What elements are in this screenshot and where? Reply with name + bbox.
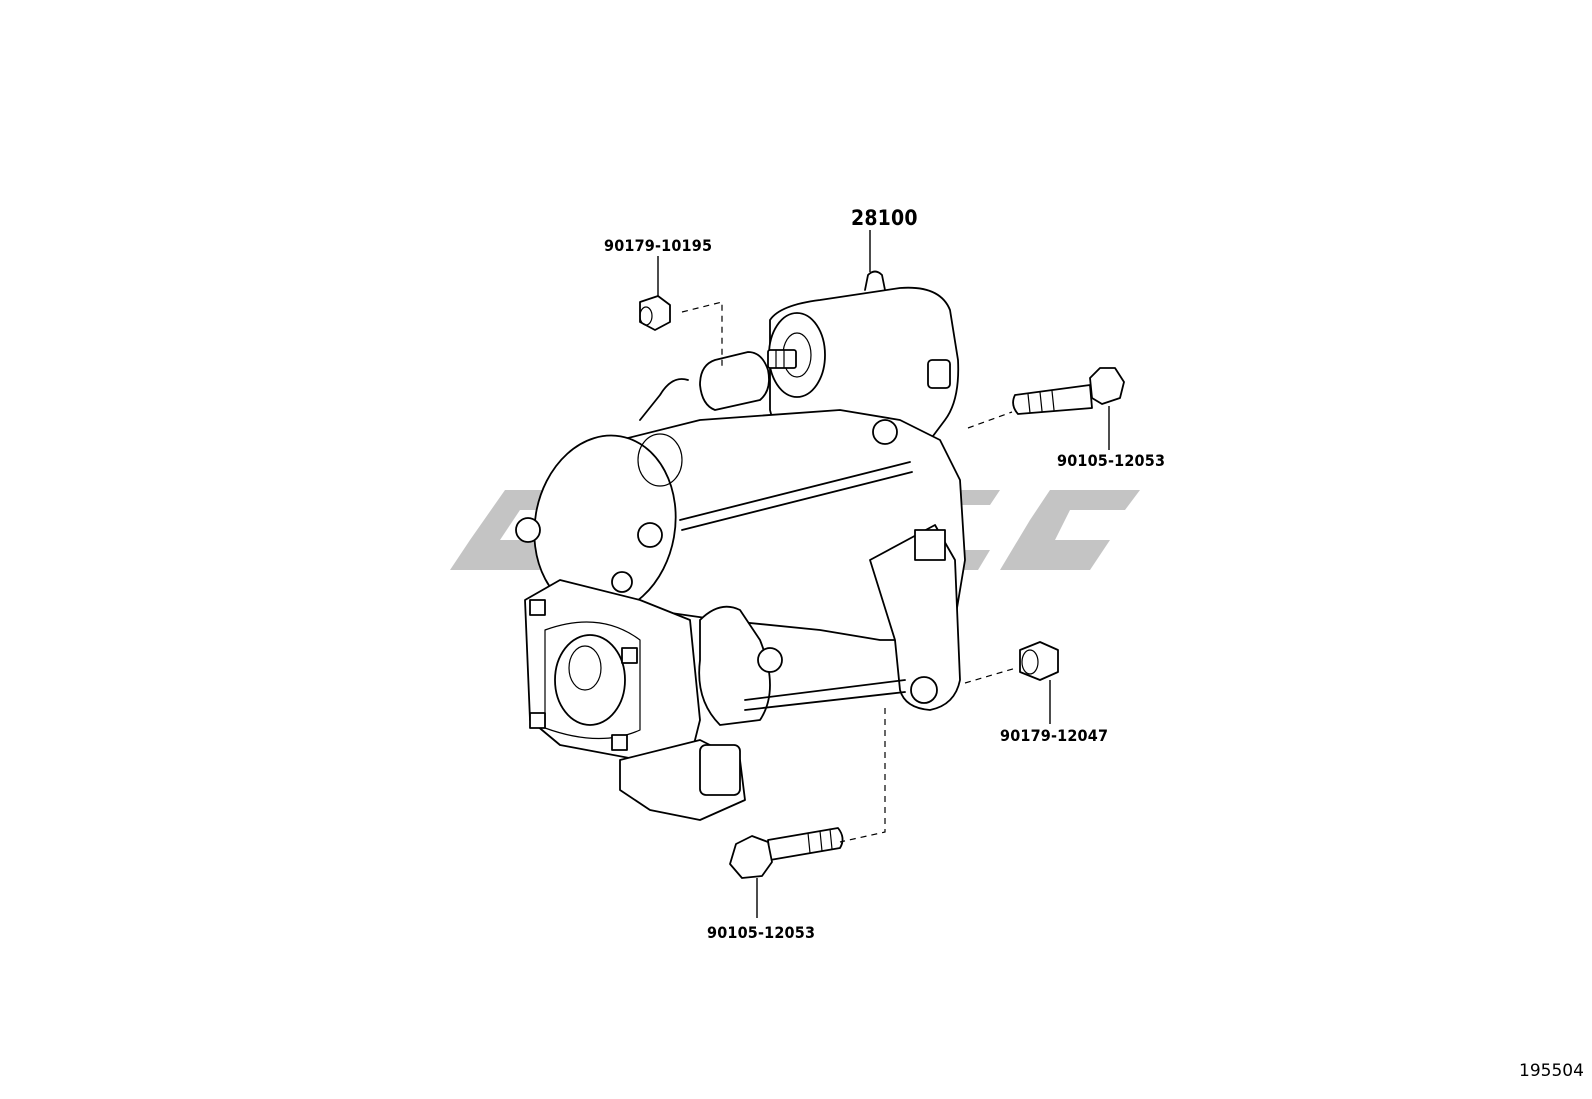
callout-bolt-right[interactable]: 90105-12053 — [1057, 451, 1166, 470]
bolt-right-icon — [1012, 367, 1125, 415]
nut-right-icon — [1019, 641, 1059, 681]
callout-nut-top[interactable]: 90179-10195 — [604, 236, 713, 255]
callout-bolt-bottom[interactable]: 90105-12053 — [707, 923, 816, 942]
starter-motor-drawing — [515, 270, 966, 821]
callout-nut-right[interactable]: 90179-12047 — [1000, 726, 1109, 745]
assembly-callout-28100: 28100 — [851, 206, 918, 230]
nut-top-icon — [639, 295, 671, 331]
leader-lines — [657, 230, 1110, 918]
bolt-bottom-icon — [729, 827, 844, 879]
diagram-number: 195504 — [1519, 1061, 1584, 1081]
assembly-dashed-lines — [681, 301, 1017, 843]
